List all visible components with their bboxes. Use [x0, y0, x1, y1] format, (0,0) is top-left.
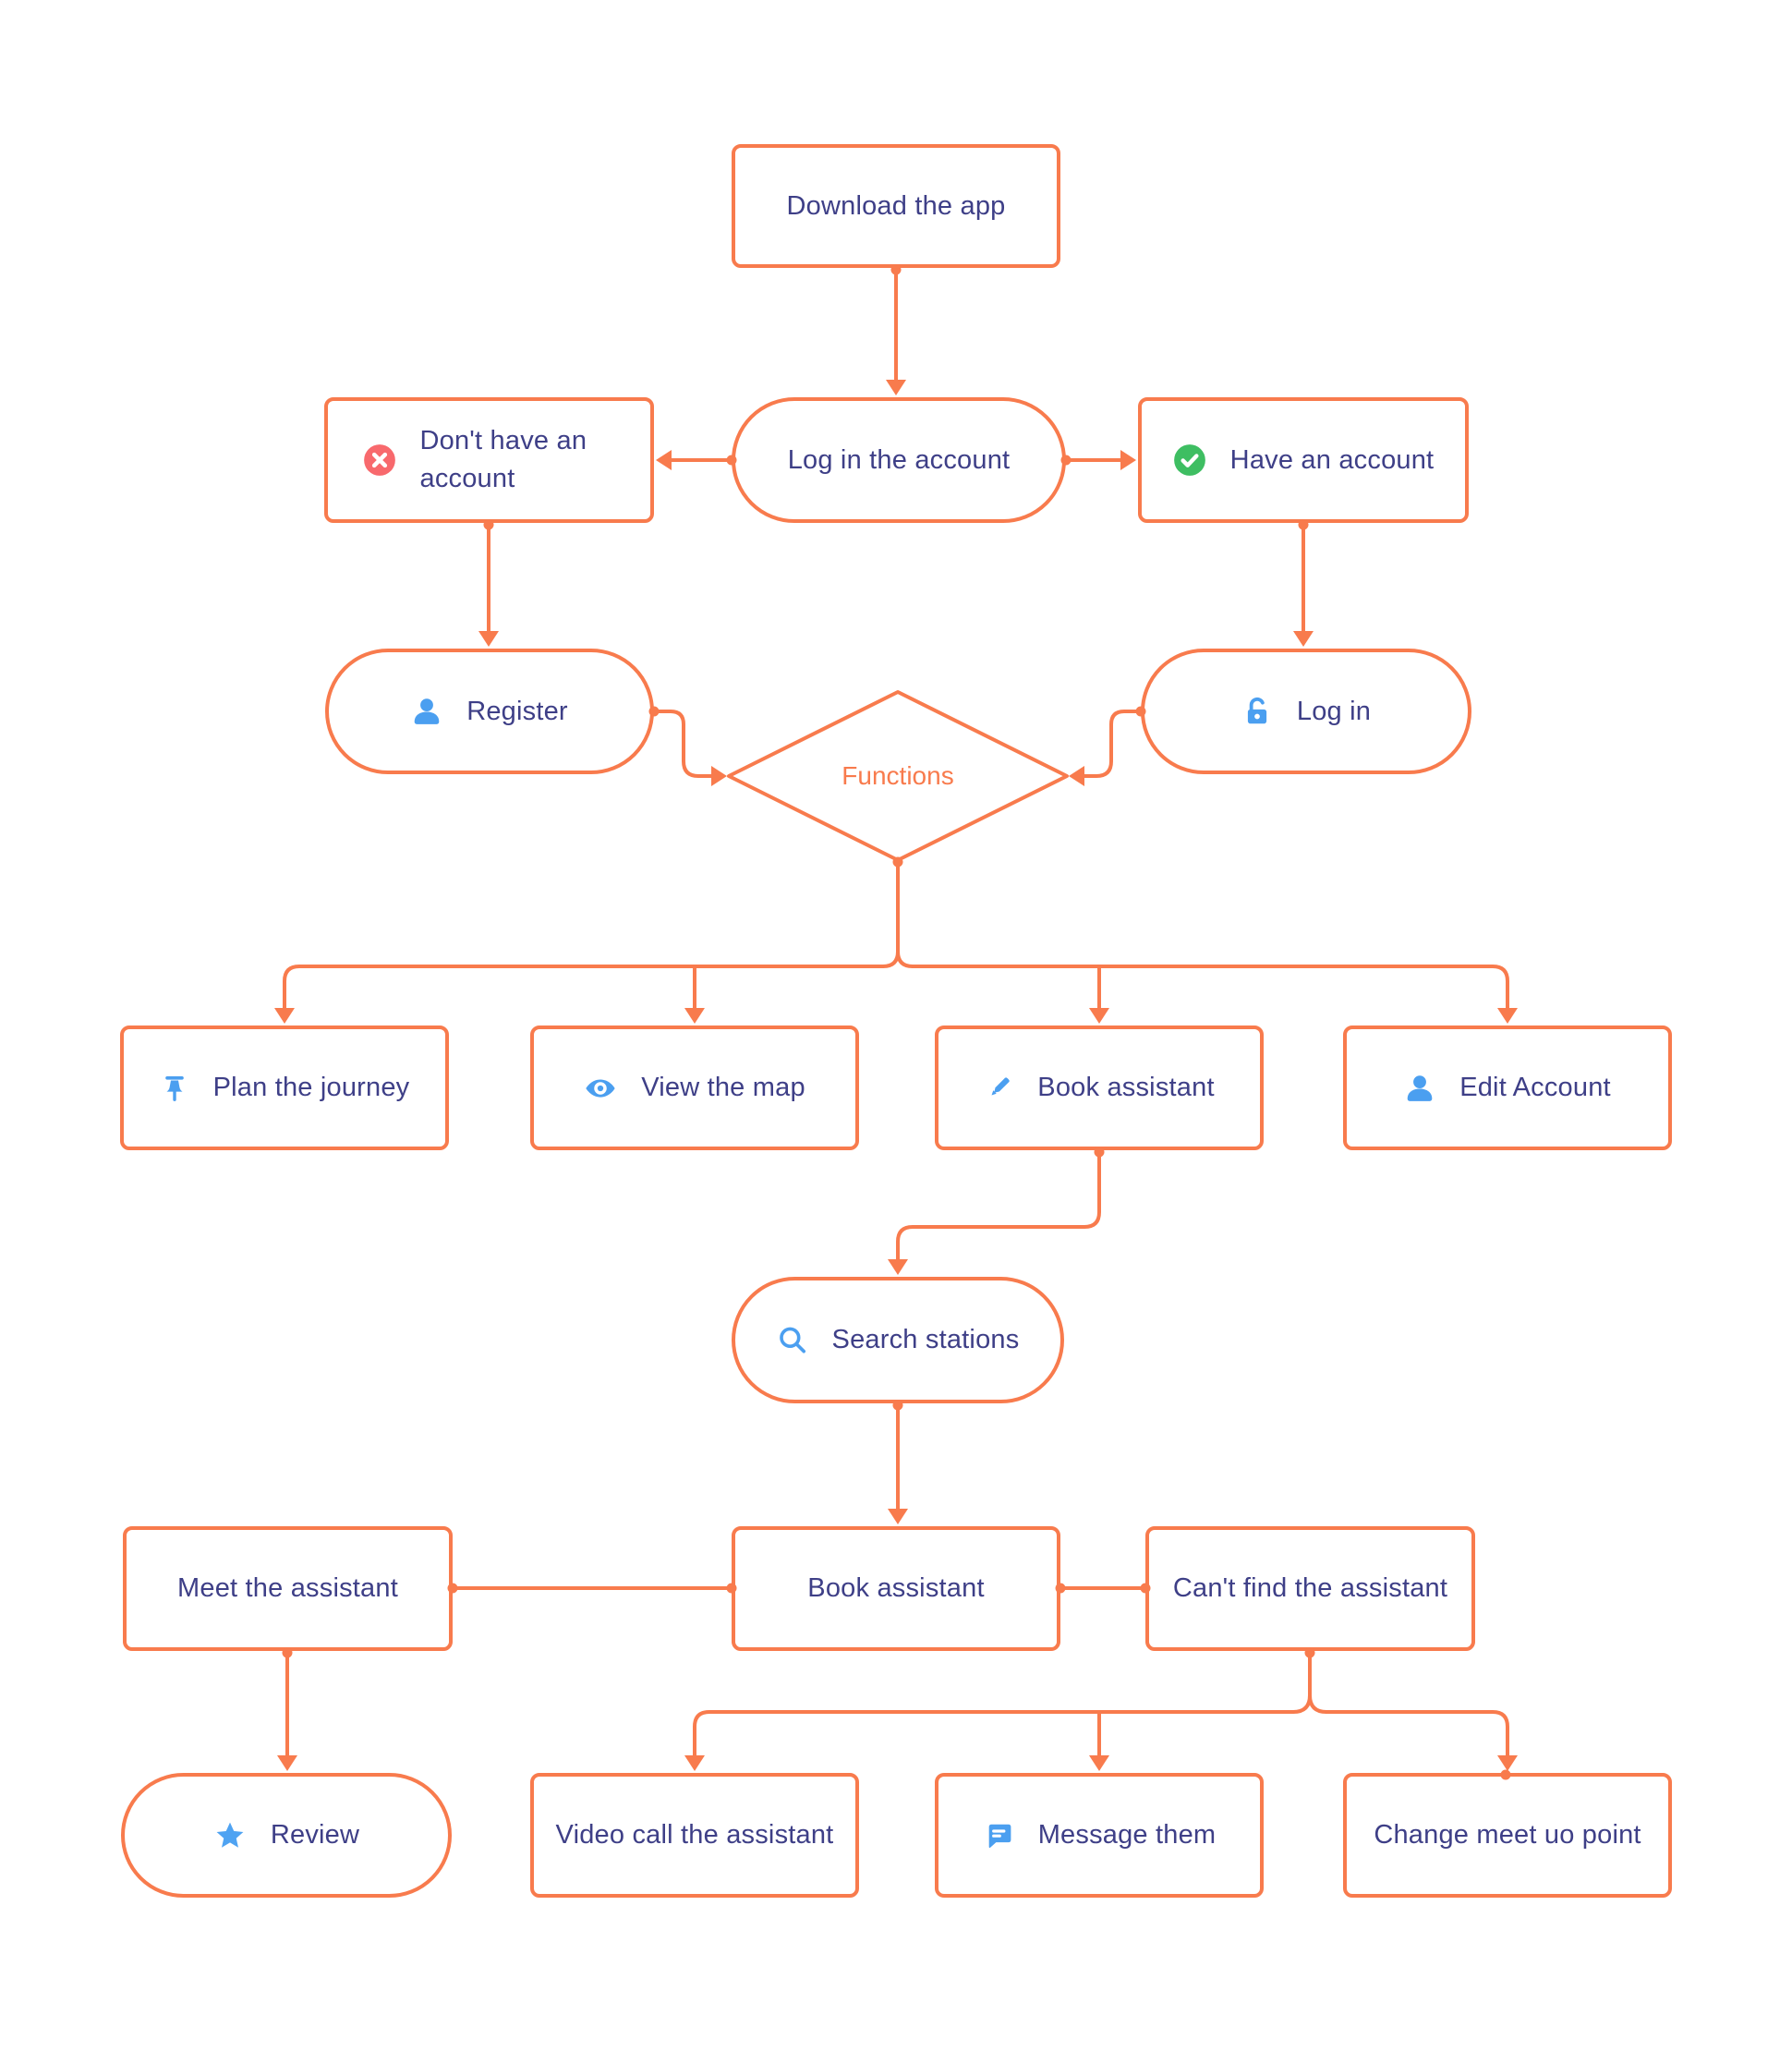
user-icon — [1404, 1073, 1435, 1104]
chat-icon — [983, 1820, 1014, 1851]
node-label: Download the app — [786, 190, 1006, 221]
x-circle-icon — [363, 443, 396, 477]
node-video-call-the-assistant: Video call the assistant — [530, 1773, 859, 1898]
unlock-icon — [1241, 696, 1273, 727]
node-edit-account: Edit Account — [1343, 1026, 1672, 1150]
node-log-in: Log in — [1141, 649, 1471, 774]
node-label: Can't find the assistant — [1172, 1573, 1448, 1603]
node-label: Have an account — [1229, 444, 1435, 475]
node-meet-the-assistant: Meet the assistant — [123, 1526, 453, 1651]
node-message-them: Message them — [935, 1773, 1264, 1898]
node-log-in-the-account: Log in the account — [732, 397, 1066, 523]
node-label: Book assistant — [807, 1573, 985, 1603]
node-functions-decision: Functions — [729, 692, 1067, 860]
node-label: Don't have an account — [419, 426, 587, 493]
connector-cant-find-branch — [693, 1651, 1509, 1766]
node-label: Video call the assistant — [555, 1820, 834, 1850]
connector-register-to-functions — [652, 710, 714, 778]
node-book-assistant-function: Book assistant — [935, 1026, 1264, 1150]
connector-login2-to-functions — [1082, 710, 1143, 778]
node-label: Search stations — [831, 1325, 1020, 1354]
node-label: Log in — [1296, 696, 1372, 726]
node-change-meet-up-point: Change meet uo point — [1343, 1773, 1672, 1898]
node-label: Functions — [842, 761, 954, 790]
node-label: Change meet uo point — [1374, 1820, 1641, 1850]
node-label: View the map — [641, 1073, 805, 1102]
star-icon — [213, 1819, 247, 1852]
user-icon — [411, 696, 442, 727]
node-book-assistant-step: Book assistant — [732, 1526, 1060, 1651]
connector-functions-branch — [283, 860, 1509, 1018]
node-have-an-account: Have an account — [1138, 397, 1469, 523]
node-search-stations: Search stations — [732, 1277, 1064, 1403]
pencil-icon — [984, 1074, 1013, 1103]
node-label: Message them — [1037, 1820, 1217, 1850]
node-label: Edit Account — [1459, 1073, 1611, 1102]
node-label: Plan the journey — [212, 1073, 410, 1102]
node-view-the-map: View the map — [530, 1026, 859, 1150]
node-label: Meet the assistant — [177, 1573, 398, 1603]
node-label: Review — [270, 1820, 360, 1850]
node-register: Register — [325, 649, 654, 774]
search-icon — [777, 1325, 808, 1356]
node-cant-find-the-assistant: Can't find the assistant — [1145, 1526, 1475, 1651]
eye-icon — [584, 1072, 617, 1105]
node-label: Book assistant — [1037, 1073, 1215, 1102]
check-circle-icon — [1173, 443, 1206, 477]
connector-book-to-search — [896, 1150, 1101, 1269]
node-label: Log in the account — [787, 444, 1011, 475]
node-label: Register — [466, 696, 568, 726]
node-download-the-app: Download the app — [732, 144, 1060, 268]
pushpin-icon — [160, 1074, 189, 1103]
node-plan-the-journey: Plan the journey — [120, 1026, 449, 1150]
node-dont-have-an-account: Don't have an account — [324, 397, 654, 523]
node-review: Review — [121, 1773, 452, 1898]
